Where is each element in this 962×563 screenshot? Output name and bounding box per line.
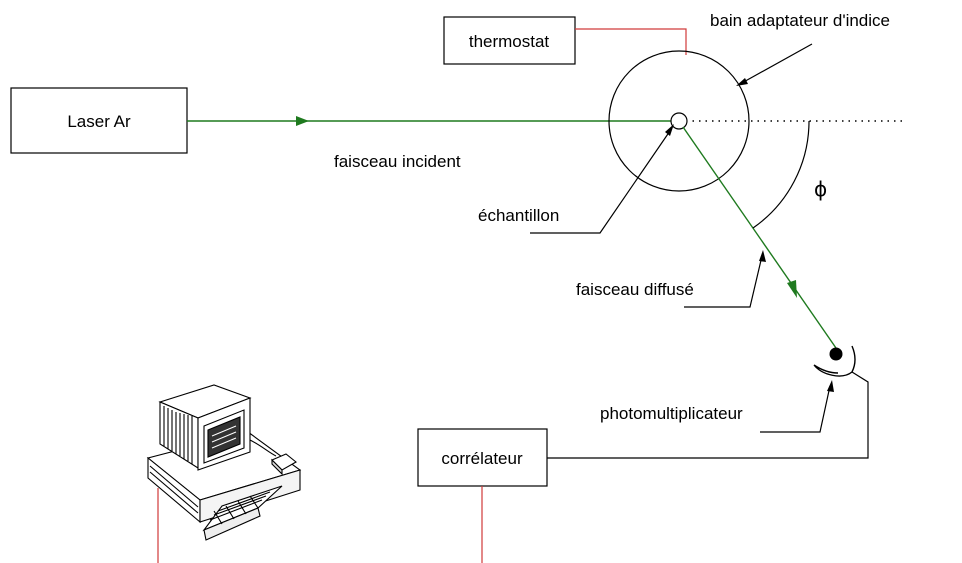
index-matching-bath: [608, 50, 750, 192]
scattering-angle-arc: [752, 120, 810, 229]
scattered-beam-pointer-arrow: [684, 250, 766, 308]
photomultiplier-icon: [813, 345, 856, 377]
laser-label: Laser Ar: [67, 112, 131, 131]
incident-beam-label: faisceau incident: [334, 152, 461, 171]
thermostat-box: thermostat: [443, 16, 576, 65]
sample-pointer-arrow: [530, 124, 674, 234]
angle-label: ϕ: [814, 177, 827, 201]
bath-label: bain adaptateur d'indice: [710, 11, 890, 30]
incident-beam-arrow-icon: [296, 116, 309, 126]
thermostat-wire: [575, 28, 687, 55]
bath-pointer-arrow: [736, 43, 813, 86]
scattered-beam: [682, 126, 837, 349]
computer-icon: [146, 384, 302, 541]
photomultiplier-pointer-arrow: [760, 380, 834, 433]
photomultiplier-label: photomultiplicateur: [600, 404, 743, 423]
incident-beam: [187, 116, 673, 126]
correlator-box: corrélateur: [417, 428, 548, 487]
correlator-label: corrélateur: [441, 449, 523, 468]
laser-box: Laser Ar: [10, 87, 188, 154]
scattered-beam-label: faisceau diffusé: [576, 280, 694, 299]
scattered-beam-arrow-icon: [787, 280, 797, 298]
sample-label: échantillon: [478, 206, 559, 225]
thermostat-label: thermostat: [469, 32, 550, 51]
detector-cable: [547, 371, 869, 459]
sample-cell: [670, 112, 688, 130]
